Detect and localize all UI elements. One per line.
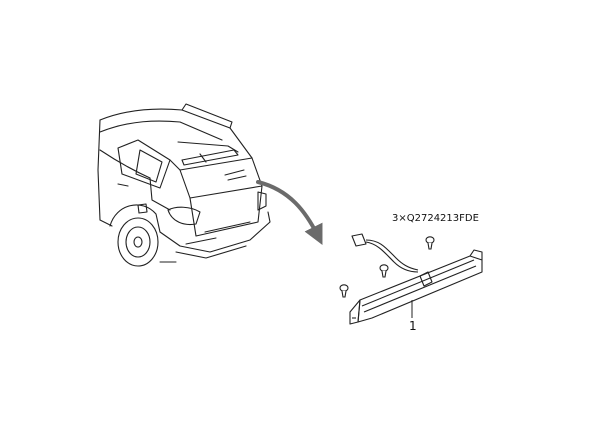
vehicle-rear-icon [97, 103, 271, 267]
arrow-icon [256, 180, 323, 245]
part-number-label: 1 [409, 319, 417, 333]
high-mount-stop-lamp-icon [349, 249, 483, 325]
fastener-callout-label: 3×Q2724213FDE [392, 213, 479, 224]
screw-icon [339, 236, 435, 298]
connector-icon [351, 233, 419, 273]
